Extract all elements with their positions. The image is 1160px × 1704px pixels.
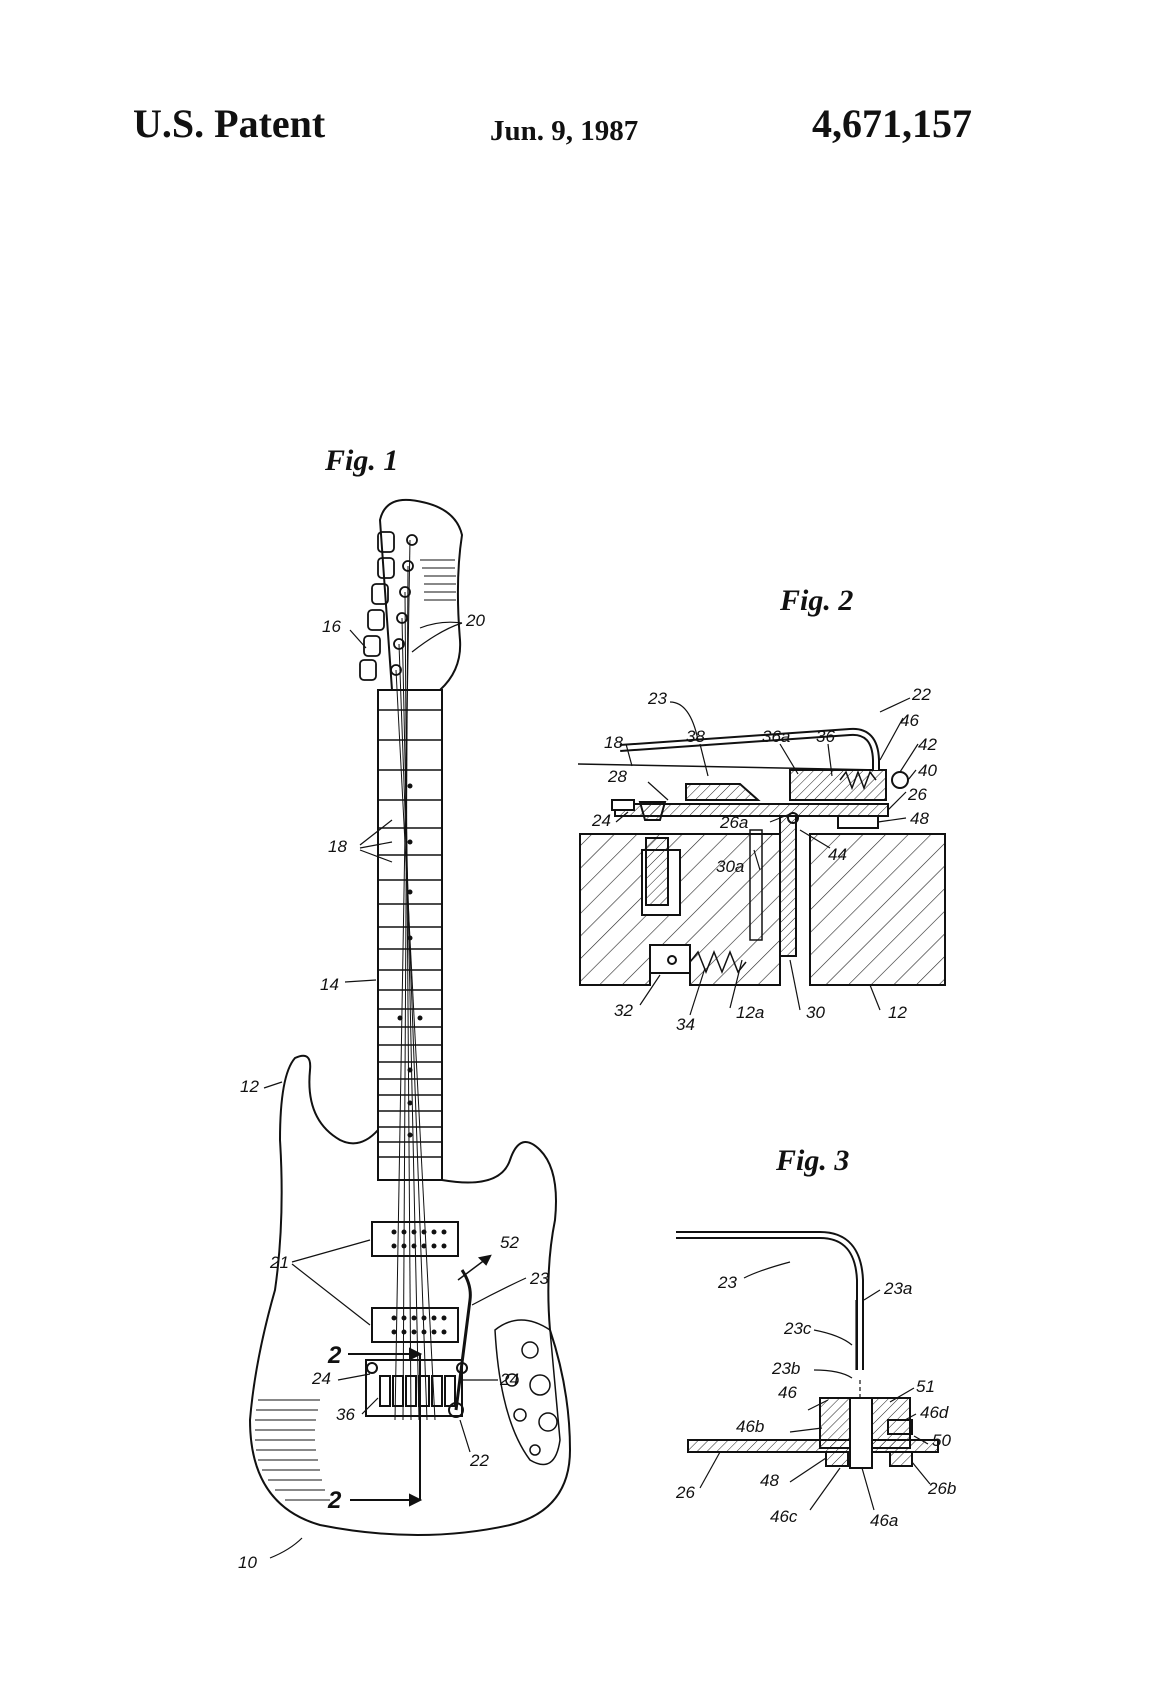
fig1-label-10: 10 — [238, 1553, 257, 1572]
fig3-label-23c: 23c — [783, 1319, 812, 1338]
fig2-label-34: 34 — [676, 1015, 695, 1034]
fig3-label-46d: 46d — [920, 1403, 949, 1422]
arm-23-fig3-inner — [676, 1235, 860, 1370]
fig2-label-26: 26 — [907, 785, 927, 804]
headstock — [380, 500, 462, 690]
fig2-label-18: 18 — [604, 733, 623, 752]
fig3-label-46a: 46a — [870, 1511, 898, 1530]
fig3-label-26: 26 — [675, 1483, 695, 1502]
fig3-label-46c: 46c — [770, 1507, 798, 1526]
arm-23-fig3 — [676, 1235, 860, 1370]
nut-48b-fig3 — [890, 1452, 912, 1466]
headstock-shading — [420, 560, 456, 600]
fig1-label-52: 52 — [500, 1233, 519, 1252]
section-label-bottom: 2 — [327, 1487, 342, 1514]
fig3-label-48: 48 — [760, 1471, 779, 1490]
fig3-label-26b: 26b — [927, 1479, 956, 1498]
fig3-label-46b: 46b — [736, 1417, 764, 1436]
section-label-top: 2 — [327, 1342, 342, 1369]
fig2-label-44: 44 — [828, 845, 847, 864]
fig1-label-22: 22 — [469, 1451, 489, 1470]
fig2-title: Fig. 2 — [779, 584, 853, 617]
fig2-label-38: 38 — [686, 727, 705, 746]
screw-24 — [640, 802, 665, 820]
fig3-leaders — [700, 1262, 930, 1510]
fig2-label-28: 28 — [607, 767, 627, 786]
fig2-label-26a: 26a — [719, 813, 748, 832]
fig2-label-12a: 12a — [736, 1003, 764, 1022]
fig3-label-23b: 23b — [771, 1359, 800, 1378]
block-30 — [780, 816, 796, 956]
fig2-label-42: 42 — [918, 735, 937, 754]
arm-23-inner — [620, 732, 876, 770]
nut-48-fig3 — [826, 1452, 848, 1466]
fig1-label-24b: 24 — [499, 1370, 519, 1389]
fig2-label-30a: 30a — [716, 857, 744, 876]
fig2-label-24: 24 — [591, 811, 611, 830]
pickup-poles — [392, 1230, 447, 1335]
fig1-label-24a: 24 — [311, 1369, 331, 1388]
fig3-label-51: 51 — [916, 1377, 935, 1396]
control-knobs — [506, 1342, 557, 1455]
fig2-label-12: 12 — [888, 1003, 907, 1022]
fig1-label-14: 14 — [320, 975, 339, 994]
fig1-label-20: 20 — [465, 611, 485, 630]
bridge-assembly — [366, 1360, 467, 1417]
shim-24 — [612, 800, 634, 810]
fig2-label-32: 32 — [614, 1001, 633, 1020]
spring-claw-32 — [650, 945, 690, 973]
fig1-guitar: Fig. 1 — [238, 444, 570, 1572]
fig3-label-23: 23 — [717, 1273, 737, 1292]
fig2-label-40: 40 — [918, 761, 937, 780]
fig3-label-23a: 23a — [883, 1279, 912, 1298]
fig2-label-48: 48 — [910, 809, 929, 828]
fig2-section: Fig. 2 — [578, 584, 945, 1034]
fig1-label-16: 16 — [322, 617, 341, 636]
fig2-label-30: 30 — [806, 1003, 825, 1022]
fig2-label-36a: 36a — [762, 727, 790, 746]
fig1-label-36: 36 — [336, 1405, 355, 1424]
fig3-title: Fig. 3 — [775, 1144, 849, 1177]
fig2-label-46: 46 — [900, 711, 919, 730]
fig2-label-22: 22 — [911, 685, 931, 704]
fig1-label-21: 21 — [269, 1253, 289, 1272]
fig2-label-23: 23 — [647, 689, 667, 708]
fig1-label-12: 12 — [240, 1077, 259, 1096]
fig1-title: Fig. 1 — [324, 444, 398, 477]
screw-hole — [646, 838, 668, 905]
fig1-label-23: 23 — [529, 1269, 549, 1288]
fig2-label-36: 36 — [816, 727, 835, 746]
fig3-detail: Fig. 3 23 23a 23 — [675, 1144, 956, 1530]
saddle-36 — [686, 784, 758, 800]
fig1-label-18: 18 — [328, 837, 347, 856]
section-line — [348, 1349, 420, 1505]
fig3-label-50: 50 — [932, 1431, 951, 1450]
bore-46a — [850, 1398, 872, 1468]
knob-40 — [892, 772, 908, 788]
nut-48 — [838, 816, 878, 828]
fig3-label-46: 46 — [778, 1383, 797, 1402]
